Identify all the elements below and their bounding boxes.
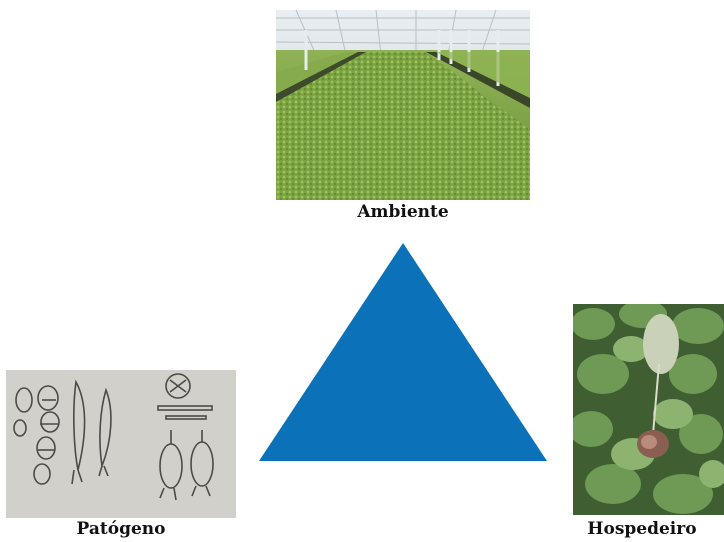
ambiente-label: Ambiente <box>276 202 530 222</box>
ambiente-image <box>276 10 530 200</box>
hospedeiro-label: Hospedeiro <box>560 519 724 539</box>
triangle-shape <box>259 243 547 461</box>
patogeno-label: Patógeno <box>6 519 236 539</box>
patogeno-image <box>6 370 236 518</box>
hospedeiro-image <box>573 304 724 515</box>
